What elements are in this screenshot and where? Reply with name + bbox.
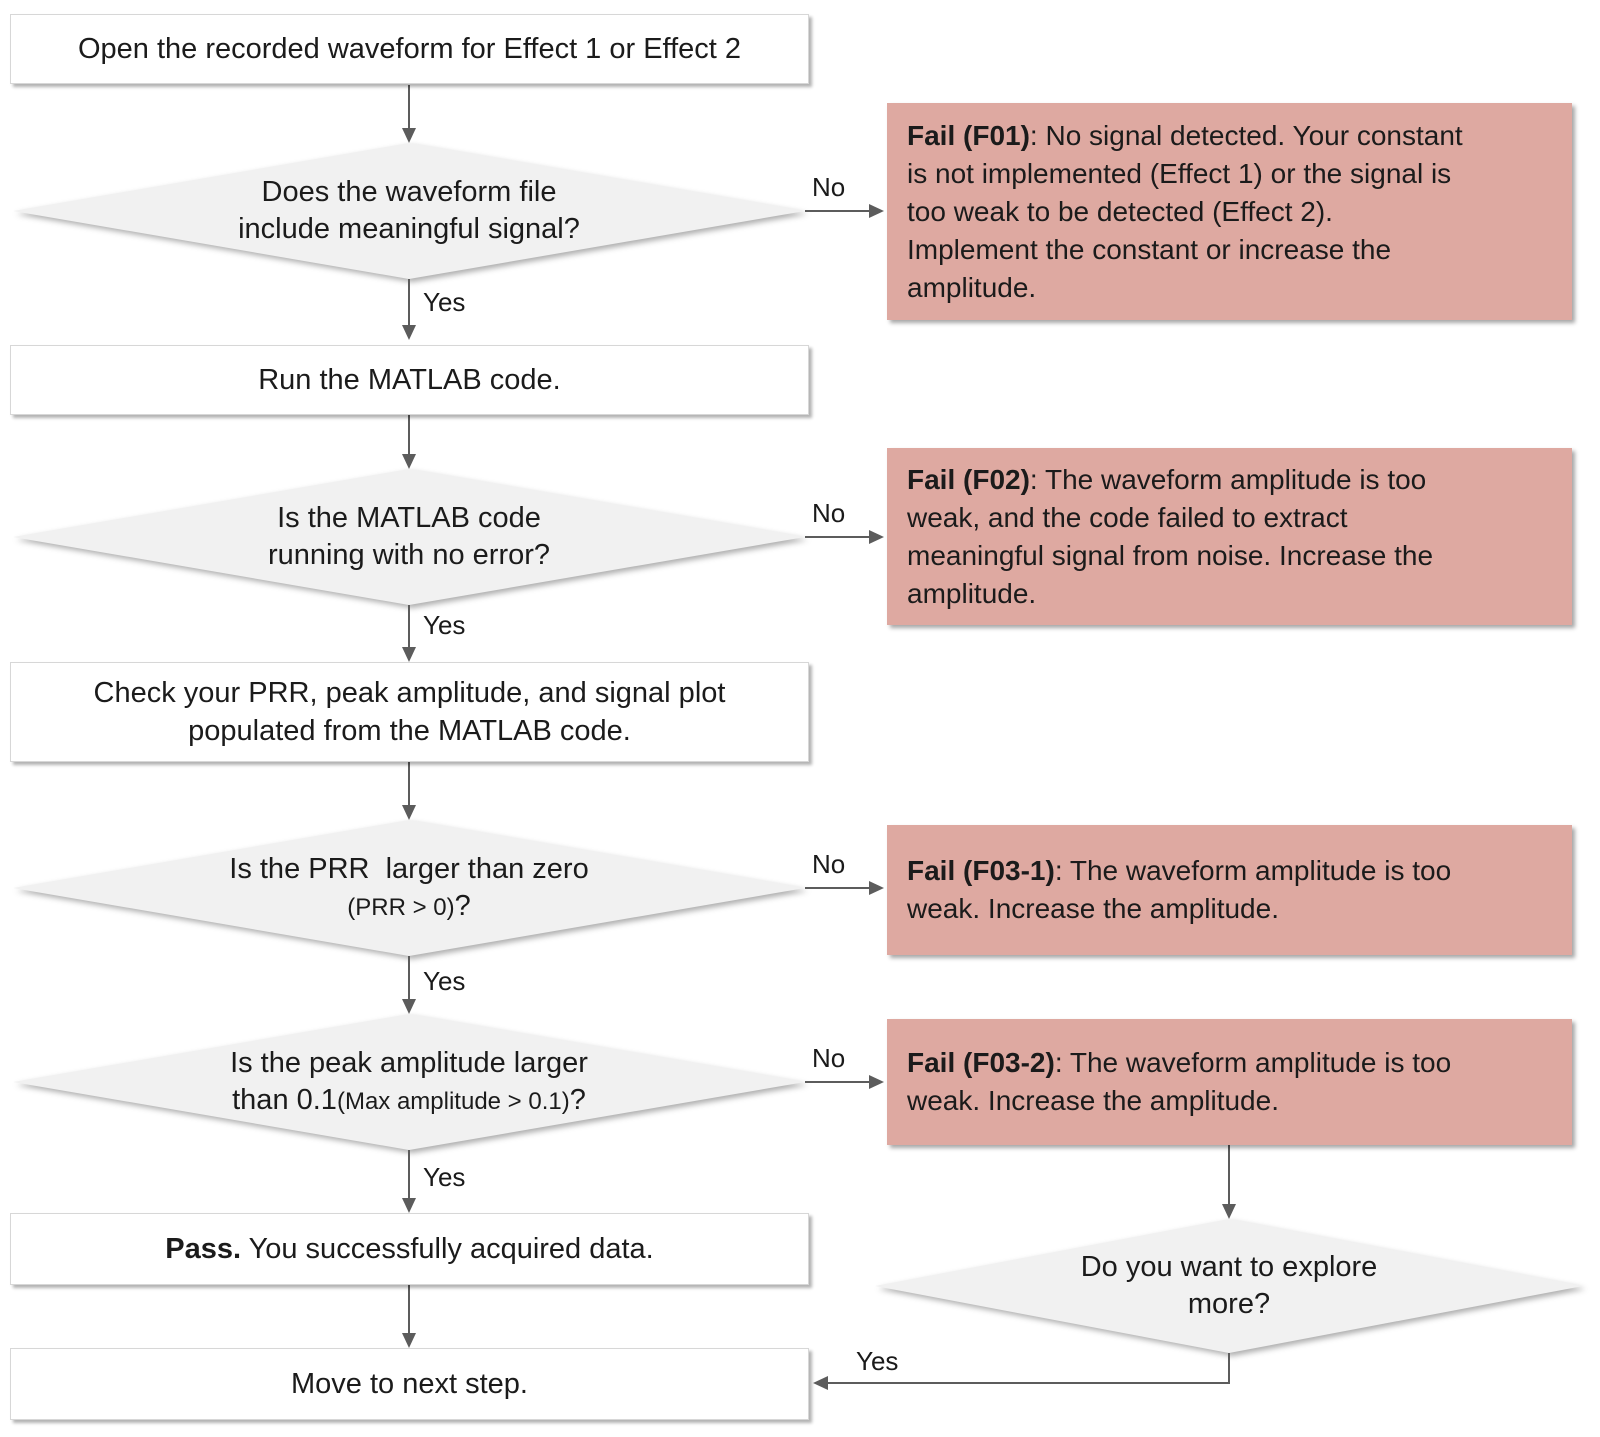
edge-label-no-d1: No	[812, 172, 846, 202]
fail-f03-1-text: Fail (F03-1): The waveform amplitude is …	[907, 855, 1452, 924]
run-matlab-label: Run the MATLAB code.	[258, 364, 561, 396]
run-matlab-box: Run the MATLAB code.	[10, 345, 809, 415]
diamond-peak-amplitude	[13, 1014, 805, 1150]
fail-f02-text: Fail (F02): The waveform amplitude is to…	[907, 463, 1434, 609]
diamond-explore-more	[875, 1219, 1583, 1353]
edge-label-yes-d3: Yes	[423, 966, 466, 996]
flow-arrows	[402, 85, 1236, 1390]
fail-f03-1-box: Fail (F03-1): The waveform amplitude is …	[887, 825, 1572, 955]
diamond-prr	[13, 820, 805, 956]
diamond-explore-more-text: Do you want to explore more?	[1080, 1251, 1378, 1320]
diamond-matlab-error	[13, 469, 805, 605]
next-step-label: Move to next step.	[291, 1368, 528, 1400]
diamond-peak-amplitude-text: Is the peak amplitude larger than 0.1(Ma…	[230, 1046, 588, 1116]
check-results-box: Check your PRR, peak amplitude, and sign…	[10, 662, 809, 762]
fail-f01-box: Fail (F01): No signal detected. Your con…	[887, 103, 1572, 320]
check-results-label: Check your PRR, peak amplitude, and sign…	[93, 677, 726, 747]
next-step-box: Move to next step.	[10, 1348, 809, 1420]
start-box: Open the recorded waveform for Effect 1 …	[10, 14, 809, 84]
pass-box: Pass. You successfully acquired data.	[10, 1213, 809, 1285]
arrow-d5-yes-to-next	[813, 1353, 1230, 1390]
diamond-signal	[13, 143, 805, 279]
edge-label-yes-d1: Yes	[423, 287, 466, 317]
edge-label-no-d4: No	[812, 1043, 846, 1073]
edge-label-no-d3: No	[812, 849, 846, 879]
fail-f01-text: Fail (F01): No signal detected. Your con…	[907, 119, 1463, 303]
edge-label-no-d2: No	[812, 498, 846, 528]
fail-f03-2-text: Fail (F03-2): The waveform amplitude is …	[907, 1047, 1452, 1116]
fail-f03-2-box: Fail (F03-2): The waveform amplitude is …	[887, 1019, 1572, 1145]
diamond-signal-text: Does the waveform file include meaningfu…	[238, 176, 580, 245]
edge-label-yes-d2: Yes	[423, 610, 466, 640]
pass-label: Pass. You successfully acquired data.	[165, 1233, 654, 1265]
decision-diamond-shapes	[13, 143, 1583, 1353]
edge-label-yes-d5: Yes	[856, 1346, 899, 1376]
diamond-matlab-error-text: Is the MATLAB code running with no error…	[267, 502, 551, 571]
fail-f02-box: Fail (F02): The waveform amplitude is to…	[887, 448, 1572, 625]
diamond-prr-text: Is the PRR larger than zero (PRR > 0)?	[229, 852, 589, 922]
start-box-label: Open the recorded waveform for Effect 1 …	[77, 33, 742, 65]
edge-label-yes-d4: Yes	[423, 1162, 466, 1192]
